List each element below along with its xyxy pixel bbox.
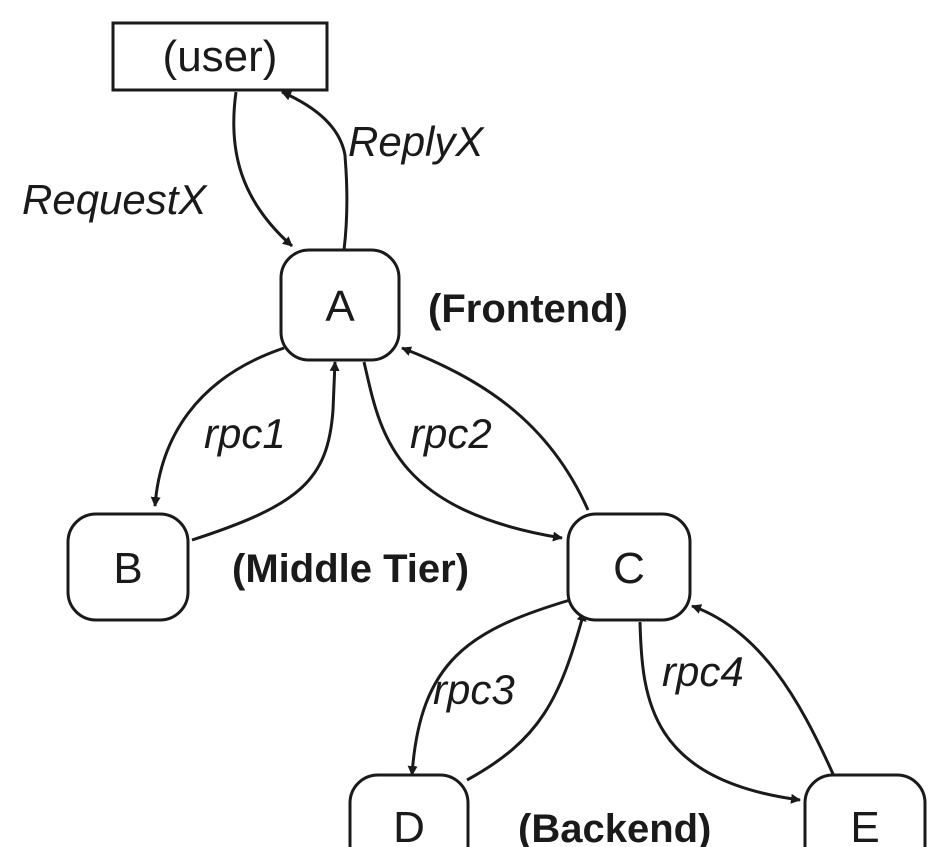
frontend-tier-label: (Frontend): [428, 287, 628, 331]
node-user: (user): [111, 21, 329, 92]
rpc3-label: rpc3: [433, 666, 515, 713]
node-e-label: E: [850, 803, 879, 847]
node-c-label: C: [613, 544, 645, 593]
rpc4-request-arrow: [638, 621, 801, 804]
node-user-label: (user): [163, 32, 278, 81]
rpc1-request-arrow: [150, 346, 285, 507]
request-arrow: [232, 91, 293, 248]
rpc4-reply-arrow: [691, 604, 835, 775]
rpc3-request-arrow: [407, 598, 571, 776]
rpc1-label: rpc1: [204, 410, 286, 457]
node-b-label: B: [113, 544, 142, 593]
request-label: RequestX: [22, 176, 208, 223]
rpc3-reply-arrow: [466, 611, 587, 782]
rpc2-label: rpc2: [410, 410, 492, 457]
node-a: A: [279, 248, 401, 362]
reply-label: ReplyX: [348, 118, 485, 165]
node-e: E: [803, 773, 927, 847]
node-a-label: A: [325, 282, 355, 331]
rpc2-reply-arrow: [401, 346, 590, 511]
node-c: C: [566, 512, 692, 622]
node-d: D: [348, 773, 470, 847]
middle-tier-label: (Middle Tier): [232, 547, 469, 591]
rpc1-reply-arrow: [191, 361, 340, 542]
node-d-label: D: [393, 803, 425, 847]
rpc2-request-arrow: [362, 361, 563, 542]
node-b: B: [66, 512, 190, 622]
backend-tier-label: (Backend): [518, 807, 711, 847]
rpc4-label: rpc4: [662, 648, 744, 695]
reply-arrow: [281, 90, 349, 251]
